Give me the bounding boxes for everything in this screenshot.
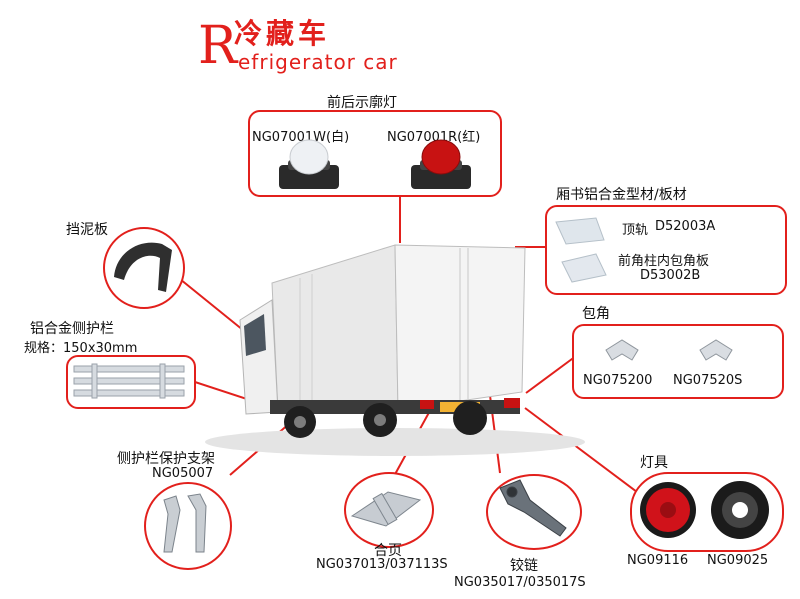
side-guard-spec: 规格：150x30mm [24,341,138,356]
corner-plate-icon [561,253,607,283]
truck-illustration [205,244,585,456]
marker-lights-title: 前后示廓灯 [327,95,397,111]
side-guard-rail-icon [73,363,185,399]
hinge-icon [350,491,422,527]
marker-light-code-red: NG07001R(红) [387,130,481,145]
marker-light-code-white: NG07001W(白) [252,130,350,145]
title-en: efrigerator car [238,50,398,74]
mudguard-title: 挡泥板 [66,222,108,238]
profile-corner-plate-code: D53002B [640,268,701,283]
door-hinge-code: NG035017/035017S [454,575,586,590]
profile-corner-plate-name: 前角柱内包角板 [618,254,710,269]
corner-caps-box [572,324,784,399]
bracket-code: NG05007 [152,466,214,481]
black-lamp-housing-icon [711,481,769,539]
profile-top-rail-code: D52003A [655,219,716,234]
side-guard-title: 铝合金侧护栏 [30,321,114,337]
guard-bracket-icon [163,493,207,553]
top-rail-icon [555,217,605,245]
lamps-title: 灯具 [640,455,668,471]
corner-cap-icon-2 [699,339,733,361]
mudguard-icon [114,242,172,292]
white-marker-light-icon [279,139,339,189]
red-round-lamp-icon [640,482,696,538]
door-hinge-icon [499,479,567,537]
title-initial: R [198,16,238,76]
door-hinge-title: 铰链 [510,558,538,574]
profile-top-rail-name: 顶轨 [622,223,649,238]
profiles-title: 厢书铝合金型材/板材 [556,187,687,203]
lamp-code-2: NG09025 [707,553,769,568]
bracket-title: 侧护栏保护支架 [117,451,215,467]
title-cn: 冷藏车 [234,17,331,50]
bracket-circle [144,482,232,570]
hinge-code: NG037013/037113S [316,557,448,572]
corner-cap-code-1: NG075200 [583,373,653,388]
red-marker-light-icon [411,139,471,189]
corner-cap-icon-1 [605,339,639,361]
lamp-code-1: NG09116 [627,553,689,568]
corner-caps-title: 包角 [582,306,610,322]
hinge-title: 合页 [374,543,402,559]
corner-cap-code-2: NG07520S [673,373,743,388]
